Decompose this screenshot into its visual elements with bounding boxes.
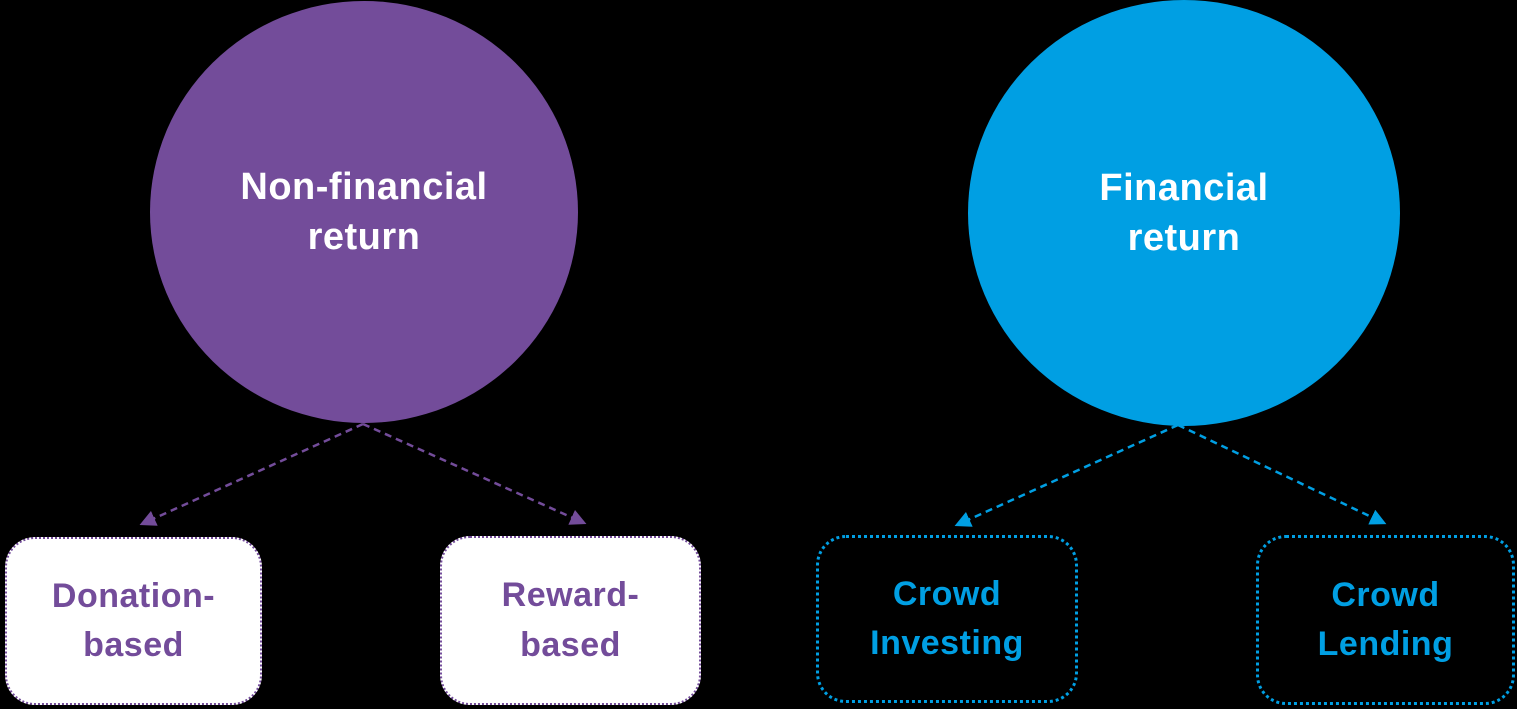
box-label: Donation- based <box>52 572 215 671</box>
box-label-line2: based <box>520 625 621 664</box>
circle-label-line1: Non-financial <box>240 165 488 208</box>
box-label-line1: Donation- <box>51 576 216 615</box>
box-label-line1: Crowd <box>1331 575 1440 614</box>
box-label: Crowd Investing <box>870 570 1024 669</box>
circle-label-line2: return <box>307 216 421 258</box>
box-donation-based: Donation- based <box>5 537 262 705</box>
arrow-financial-to-investing <box>954 423 1179 527</box>
box-label-line2: Lending <box>1317 625 1454 663</box>
box-reward-based: Reward- based <box>440 536 701 705</box>
box-label-line1: Crowd <box>892 574 1002 613</box>
circle-label-line1: Financial <box>1099 166 1269 209</box>
arrow-nonfinancial-to-donation <box>139 422 364 526</box>
arrow-financial-to-lending <box>1177 423 1387 525</box>
box-label-line2: Investing <box>870 624 1024 662</box>
box-crowd-investing: Crowd Investing <box>816 535 1078 703</box>
box-label: Reward- based <box>502 571 640 670</box>
box-crowd-lending: Crowd Lending <box>1256 535 1515 705</box>
box-label-line1: Reward- <box>501 576 640 615</box>
box-label: Crowd Lending <box>1318 571 1454 670</box>
circle-label-line2: return <box>1127 217 1241 259</box>
circle-label: Financial return <box>1099 163 1268 263</box>
circle-non-financial-return: Non-financial return <box>150 1 578 423</box>
circle-financial-return: Financial return <box>968 0 1400 426</box>
circle-label: Non-financial return <box>240 162 487 262</box>
arrow-nonfinancial-to-reward <box>362 422 587 525</box>
box-label-line2: based <box>83 626 184 664</box>
